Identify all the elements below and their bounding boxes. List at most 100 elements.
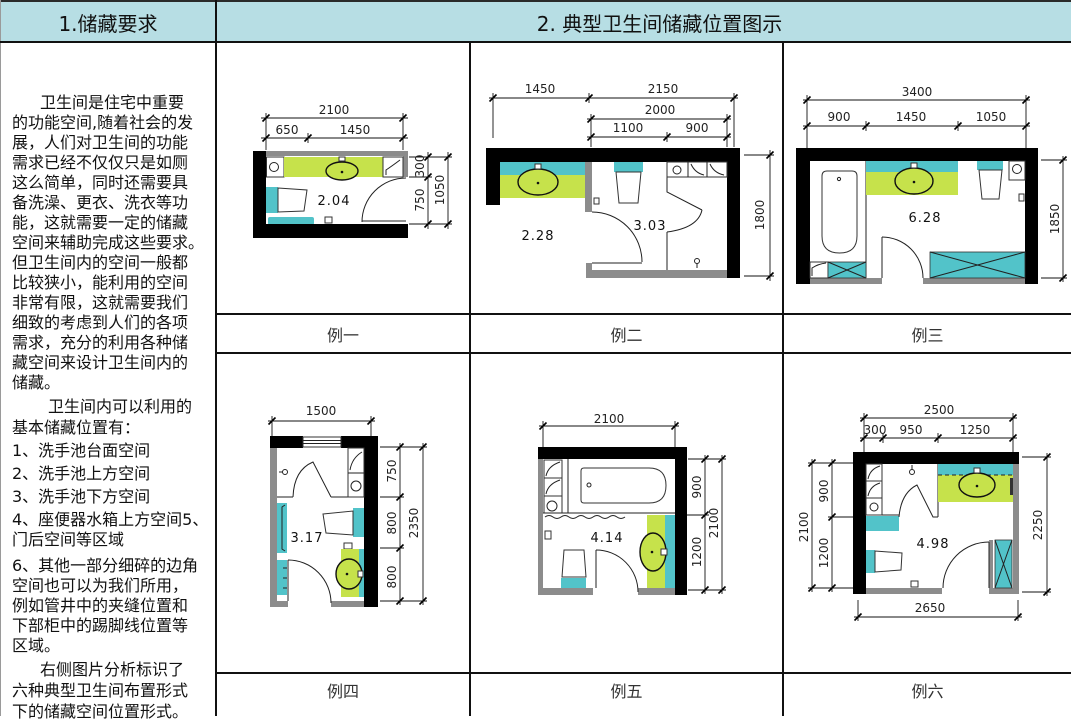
dimension-tick (722, 114, 732, 124)
toilet-tank-storage (266, 187, 278, 213)
mirror-cabinet-storage (359, 549, 364, 597)
mirror-cabinet-storage (665, 515, 675, 588)
text-line: 的功能空间,随着社会的发 (12, 113, 194, 132)
dimension-tick (261, 133, 271, 143)
shower-door-swing (666, 209, 703, 233)
dimension-label: 2100 (707, 508, 721, 539)
wall (538, 447, 687, 459)
dimension-tick (1058, 273, 1068, 283)
dimension-tick (729, 93, 739, 103)
dimension-tick (395, 442, 405, 452)
toilet-bowl (561, 549, 587, 578)
list-item: 2、洗手池上方空间 (12, 464, 216, 484)
dimension-tick (700, 454, 710, 464)
partition-wall (331, 601, 364, 607)
dimension-label: 2100 (594, 412, 625, 426)
wall (270, 436, 303, 448)
example-6-label-cell: 例六 (784, 674, 1071, 706)
shower-partition (666, 177, 703, 270)
dimension-tick (722, 132, 732, 142)
wall (364, 436, 378, 607)
dimension-tick (807, 583, 817, 593)
partition-wall (586, 263, 592, 278)
cabinet-door-swing (690, 163, 725, 176)
wall (1025, 148, 1038, 284)
dimension-tick (827, 512, 837, 522)
dimension-label: 3400 (902, 85, 933, 99)
corner-cabinet (809, 261, 829, 279)
dimension-tick (1013, 612, 1023, 622)
shower-curtain (544, 515, 626, 519)
paper-holder-icon (593, 197, 600, 205)
dimension-label: 300 (413, 155, 427, 178)
dimension-tick (859, 433, 869, 443)
shelf-marks (283, 567, 287, 589)
text-line: 1、洗手池台面空间 (12, 441, 151, 460)
washbasin (335, 558, 363, 590)
countertop-storage (938, 475, 1013, 502)
example-3-label-cell: 例三 (784, 315, 1071, 352)
text-line: 这么简单，同时还需要具 (12, 173, 189, 192)
partition-wall (989, 540, 993, 588)
dimension-tick (261, 113, 271, 123)
dimension-label: 1500 (306, 404, 337, 418)
cabinet-door-swing (385, 159, 401, 175)
dimension-tick (670, 421, 680, 431)
floor-drain-icon (282, 469, 288, 475)
list-item: 6、其他一部分细碎的边角 空间也可以为我们所用， 例如管井中的夹缝位置和 下部柜… (12, 556, 216, 656)
example-3-label: 例三 (911, 325, 944, 345)
washing-machine-drum-icon (350, 480, 362, 492)
partition-wall (638, 588, 675, 595)
area-label: 2.28 (522, 229, 555, 244)
faucet-icon (910, 162, 918, 169)
floor-plan-example-6: 2500 300 950 1250 2100 900 1200 2250 (797, 403, 1052, 622)
faucet-icon (534, 163, 542, 170)
dimension-label: 2150 (648, 82, 679, 96)
text-line: 细致的考虑到人们的各项 (12, 313, 189, 332)
dimension-label: 1100 (613, 121, 644, 135)
area-label: 3.17 (291, 531, 324, 546)
wall-cabinet (865, 463, 883, 482)
partition-wall (403, 151, 408, 177)
dimension-tick (423, 219, 433, 229)
dimension-label: 1450 (525, 82, 556, 96)
countertop-storage (866, 172, 958, 195)
list-item: 1、洗手池台面空间 (12, 441, 216, 461)
dimension-tick (1042, 587, 1052, 597)
example-1-label-cell: 例一 (217, 315, 469, 352)
dimension-tick (861, 121, 871, 131)
dimension-label: 1200 (690, 537, 704, 568)
wall (853, 452, 866, 594)
toilet-tank-storage (977, 161, 1003, 170)
cabinet-column (347, 447, 365, 498)
table-divider-row-2 (216, 352, 1071, 354)
dimension-group: 2100 650 1450 300 750 1050 (261, 103, 453, 229)
door-swing-arc (881, 236, 924, 279)
dimension-label: 2000 (645, 103, 676, 117)
mirror-cabinet-storage (938, 464, 1013, 475)
text-line: 能，这就需要一定的储藏 (12, 213, 189, 232)
dimension-tick (395, 543, 405, 553)
table-divider-row-3 (216, 672, 1071, 674)
window-glazing-lines (303, 440, 341, 444)
dimension-tick (586, 132, 596, 142)
wall-cabinet (543, 459, 563, 479)
text-line: 6、其他一部分细碎的边角 (12, 556, 199, 575)
washbasin (639, 532, 667, 572)
toilet-bowl (277, 187, 308, 213)
paper-holder-icon (544, 530, 552, 540)
countertop-storage (647, 515, 665, 588)
dimension-tick (700, 510, 710, 520)
dimension-tick (878, 433, 888, 443)
dimension-tick (802, 95, 812, 105)
text-line: 区域。 (12, 636, 61, 655)
door-swing-arc (361, 177, 407, 223)
paper-holder-icon (324, 216, 333, 224)
text-line: 非常有限，这就需要我们 (12, 293, 189, 312)
header-cell-storage-requirements: 1.储藏要求 (0, 0, 216, 42)
dimension-label: 800 (385, 566, 399, 589)
floor-cabinet-storage (929, 251, 1026, 279)
floor-plan-example-4: 1500 750 800 800 2350 (267, 404, 428, 607)
cabinet-cross-mark (929, 251, 1026, 279)
dimension-label: 750 (385, 460, 399, 483)
